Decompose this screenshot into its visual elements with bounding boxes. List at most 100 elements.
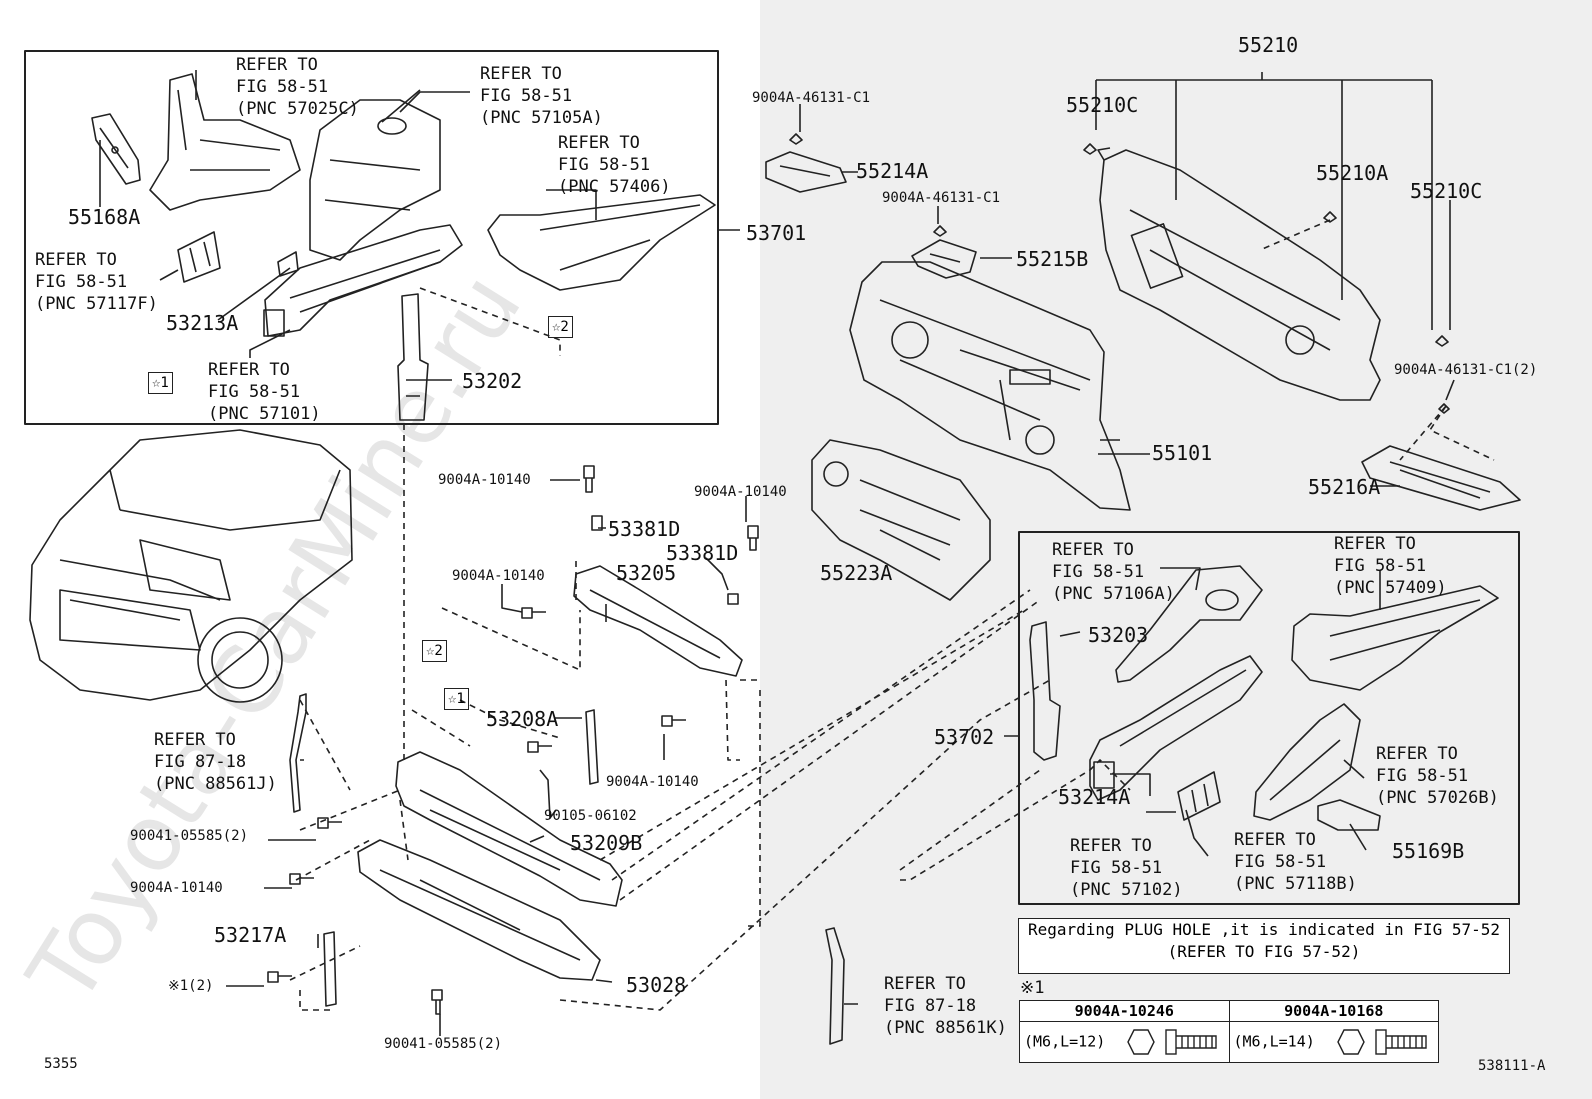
label-9004A-10140-c: 9004A-10140 (452, 568, 545, 584)
label-90041-05585-2-a: 90041-05585(2) (130, 828, 249, 844)
ref-57406-line1: REFER TO (558, 133, 640, 153)
part-88561J (289, 693, 307, 813)
ref-57409-line2: FIG 58-51 (1334, 556, 1427, 576)
label-55168A: 55168A (68, 205, 141, 229)
label-53702: 53702 (934, 725, 995, 749)
footer-right-code: 538111-A (1478, 1058, 1546, 1074)
label-x1-2: ※1(2) (168, 978, 214, 994)
part-55215B (911, 239, 977, 279)
label-55169B: 55169B (1392, 839, 1465, 863)
ref-57026B-line3: (PNC 57026B) (1376, 788, 1499, 808)
part-57118B (1177, 771, 1221, 821)
fastener-col2-header: 9004A-10168 (1228, 1000, 1439, 1022)
ref-57409-line1: REFER TO (1334, 534, 1416, 554)
label-53028: 53028 (626, 973, 687, 997)
ref-57118B-line3: (PNC 57118B) (1234, 874, 1357, 894)
ref-88561J-line1: REFER TO (154, 730, 236, 750)
ref-57106A-line3: (PNC 57106A) (1052, 584, 1175, 604)
plug-hole-note: Regarding PLUG HOLE ,it is indicated in … (1018, 918, 1510, 974)
fastener-col2-spec: (M6,L=14) (1233, 1032, 1315, 1051)
ref-57101-line3: (PNC 57101) (208, 404, 321, 424)
label-53701: 53701 (746, 221, 807, 245)
part-53202 (397, 293, 429, 421)
note-line-1: Regarding PLUG HOLE ,it is indicated in … (1027, 920, 1500, 939)
label-53381D-a: 53381D (608, 517, 681, 541)
label-9004A-10140-d: 9004A-10140 (606, 774, 699, 790)
part-53028 (357, 839, 601, 981)
part-57106A (1115, 565, 1263, 683)
part-53205 (573, 565, 743, 677)
star-marker-1-center: ☆1 (444, 688, 469, 710)
ref-57026B-line2: FIG 58-51 (1376, 766, 1469, 786)
label-9004A-10140-b: 9004A-10140 (694, 484, 787, 500)
label-55215B: 55215B (1016, 247, 1089, 271)
ref-88561J-line3: (PNC 88561J) (154, 774, 277, 794)
part-55168A (91, 113, 141, 185)
part-57409 (1291, 585, 1499, 691)
ref-57105A-line3: (PNC 57105A) (480, 108, 603, 128)
fastener-col2-cell: (M6,L=14) (1228, 1021, 1439, 1063)
ref-57117F-line2: FIG 58-51 (35, 272, 128, 292)
label-55216A: 55216A (1308, 475, 1381, 499)
star-marker-1: ☆1 (148, 372, 173, 394)
star-marker-2-center: ☆2 (422, 640, 447, 662)
label-9004A-10140-a: 9004A-10140 (438, 472, 531, 488)
ref-57106A-line1: REFER TO (1052, 540, 1134, 560)
label-53213A: 53213A (166, 311, 239, 335)
part-55101 (849, 261, 1131, 511)
part-55210 (1097, 147, 1381, 401)
label-55210C-a: 55210C (1066, 93, 1139, 117)
part-53209B (395, 751, 623, 907)
part-88561K (825, 927, 845, 1045)
ref-88561J-line2: FIG 87-18 (154, 752, 247, 772)
ref-57105A-line2: FIG 58-51 (480, 86, 573, 106)
ref-57105A-line1: REFER TO (480, 64, 562, 84)
part-57406 (487, 194, 716, 291)
ref-88561K-line3: (PNC 88561K) (884, 1018, 1007, 1038)
ref-57102-line3: (PNC 57102) (1070, 880, 1183, 900)
label-9004A-46131-C1-2: 9004A-46131-C1(2) (1394, 362, 1538, 378)
bolt-icon (1127, 1029, 1218, 1055)
car-front-view (29, 429, 353, 703)
footer-left-code: 5355 (44, 1056, 78, 1072)
label-55223A: 55223A (820, 561, 893, 585)
part-53208A (585, 709, 599, 785)
label-53217A: 53217A (214, 923, 287, 947)
assembly-lines (289, 424, 1131, 1011)
ref-57106A-line2: FIG 58-51 (1052, 562, 1145, 582)
ref-57101-line2: FIG 58-51 (208, 382, 301, 402)
part-57105A (309, 89, 441, 261)
label-53203: 53203 (1088, 623, 1149, 647)
label-53208A: 53208A (486, 707, 559, 731)
label-55210: 55210 (1238, 33, 1299, 57)
part-55214A (765, 151, 847, 193)
ref-57026B-line1: REFER TO (1376, 744, 1458, 764)
part-55216A (1361, 445, 1521, 511)
part-53217A (323, 931, 337, 1007)
label-55210A: 55210A (1316, 161, 1389, 185)
star-marker-2: ☆2 (548, 316, 573, 338)
fastener-col1-header: 9004A-10246 (1019, 1000, 1230, 1022)
fastener-marker: ※1 (1020, 978, 1045, 998)
part-57102 (1089, 655, 1263, 801)
fastener-col1-cell: (M6,L=12) (1019, 1021, 1230, 1063)
label-53381D-b: 53381D (666, 541, 739, 565)
label-53202: 53202 (462, 369, 523, 393)
bolt-icon (1337, 1029, 1427, 1055)
label-53214A: 53214A (1058, 785, 1131, 809)
part-57026B (1253, 703, 1361, 821)
label-9004A-10140-e: 9004A-10140 (130, 880, 223, 896)
part-55169B (1317, 799, 1381, 831)
ref-57406-line3: (PNC 57406) (558, 177, 671, 197)
ref-57101-line1: REFER TO (208, 360, 290, 380)
part-55223A (811, 439, 991, 601)
ref-57118B-line1: REFER TO (1234, 830, 1316, 850)
label-9004A-46131-C1-a: 9004A-46131-C1 (752, 90, 871, 106)
fastener-col1-spec: (M6,L=12) (1024, 1032, 1106, 1051)
label-55210C-b: 55210C (1410, 179, 1483, 203)
label-55101: 55101 (1152, 441, 1213, 465)
label-90105-06102: 90105-06102 (544, 808, 637, 824)
label-9004A-46131-C1-b: 9004A-46131-C1 (882, 190, 1001, 206)
part-57117F (177, 231, 221, 283)
